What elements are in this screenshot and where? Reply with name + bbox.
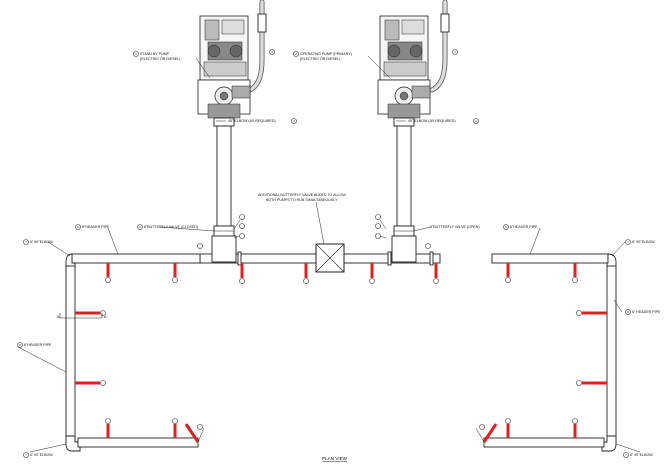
svg-text:4: 4 xyxy=(475,119,477,123)
tee-right xyxy=(391,235,417,263)
svg-text:1: 1 xyxy=(135,52,137,56)
elbow-bottom-left-label: 6" 90°ELBOW xyxy=(30,453,53,457)
riser xyxy=(184,423,200,443)
elbow-bottom-right-label: 6" 90°ELBOW xyxy=(630,453,653,457)
right-header-loop xyxy=(479,253,617,452)
elbow-top-left-label: 6" 90°ELBOW xyxy=(30,240,53,244)
section-mark: A A xyxy=(57,313,107,319)
section-mark-a: A xyxy=(57,315,60,319)
svg-text:3: 3 xyxy=(271,50,273,54)
header-left-mid-label: 6"HEADER PIPE xyxy=(24,343,52,347)
standby-pump-assembly xyxy=(197,0,267,227)
standby-hose-coupling xyxy=(257,13,267,33)
riser xyxy=(482,423,498,443)
header-right-mid-label: 6" HEADER PIPE xyxy=(632,310,661,314)
header-top-left-label: 8"HEADER PIPE xyxy=(82,225,110,229)
butterfly-note-line1: ADDITIONAL BUTTERFLY VALVE ADDED TO ALLO… xyxy=(258,193,346,197)
left-top-elbow xyxy=(65,253,76,269)
svg-text:7: 7 xyxy=(25,453,27,457)
svg-text:4: 4 xyxy=(293,119,295,123)
left-bottom-header-pipe xyxy=(77,437,199,448)
operating-pump-label: OPERATING PUMP (PRIMARY) xyxy=(300,52,352,56)
left-top-header-pipe xyxy=(71,253,201,264)
right-top-header-pipe xyxy=(491,253,609,264)
callout-leaders xyxy=(17,55,641,453)
tee-left xyxy=(211,235,237,263)
main-header-risers xyxy=(239,263,439,284)
svg-text:5: 5 xyxy=(139,225,141,229)
operating-discharge-pipe xyxy=(396,125,412,227)
left-vertical-header-pipe xyxy=(65,265,76,443)
standby-discharge-pipe xyxy=(216,125,232,227)
elbow-top-right-label: 6" 90°ELBOW xyxy=(632,240,655,244)
operating-pump-assembly xyxy=(377,0,450,227)
left-header-loop xyxy=(65,253,203,452)
svg-text:6: 6 xyxy=(77,225,79,229)
header-top-right-label: 8"HEADER PIPE xyxy=(510,225,538,229)
butterfly-open-label: 8"BUTTERFLY VALVE (OPEN) xyxy=(430,225,480,229)
svg-text:7: 7 xyxy=(25,240,27,244)
main-header xyxy=(199,225,441,273)
reference-bubbles xyxy=(17,49,631,458)
svg-text:7: 7 xyxy=(627,240,629,244)
svg-text:6: 6 xyxy=(505,225,507,229)
butterfly-note-line2: BOTH PUMPS TO RUN SIMULTANEOUSLY xyxy=(266,198,338,202)
elbow-right-label: 45° ELBOW (AS REQUIRED) xyxy=(408,119,456,123)
svg-text:8: 8 xyxy=(627,310,629,314)
svg-text:2: 2 xyxy=(295,52,297,56)
standby-pump-label: STAND BY PUMP xyxy=(140,52,170,56)
standby-pump-sublabel: (ELECTRIC OR DIESEL) xyxy=(140,57,180,61)
butterfly-closed-label: 8"BUTTERFLY VALVE (CLOSED) xyxy=(144,225,198,229)
right-vertical-header-pipe xyxy=(606,265,617,443)
svg-text:3: 3 xyxy=(454,50,456,54)
bubble-numbers: 1 2 3 3 4 4 5 6 6 7 7 8 8 7 7 xyxy=(19,50,629,457)
operating-hose-coupling xyxy=(440,13,450,33)
section-mark-b: A xyxy=(104,315,107,319)
right-top-elbow xyxy=(606,253,617,269)
svg-text:8: 8 xyxy=(19,343,21,347)
operating-pump-sublabel: (ELECTRIC OR DIESEL) xyxy=(300,57,340,61)
elbow-left-label: 45° ELBOW (AS REQUIRED) xyxy=(228,119,276,123)
callout-text: STAND BY PUMP (ELECTRIC OR DIESEL) OPERA… xyxy=(24,52,661,461)
right-bottom-header-pipe xyxy=(483,437,605,448)
svg-text:7: 7 xyxy=(625,453,627,457)
drawing-title: PLAN VIEW xyxy=(322,456,348,461)
